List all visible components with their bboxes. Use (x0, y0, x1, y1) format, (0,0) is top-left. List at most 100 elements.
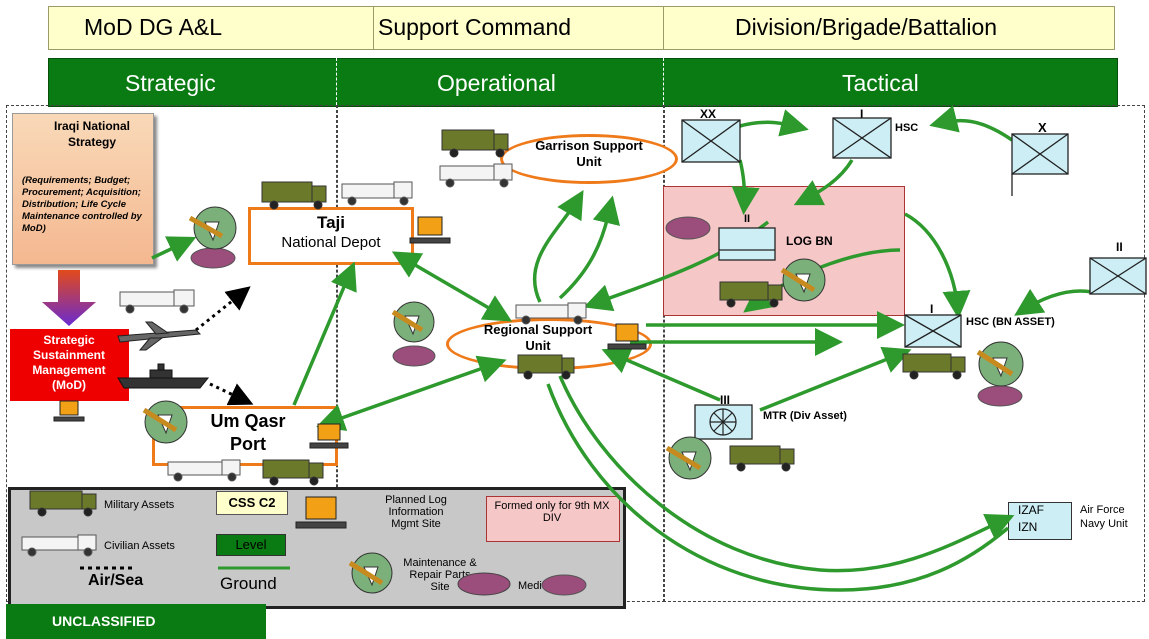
strategy-box (12, 113, 154, 265)
arrow-hsc-logbn (793, 159, 854, 206)
label-iii: III (720, 393, 731, 407)
arrow-regional-garrison (532, 189, 584, 303)
military-truck-icon (729, 445, 795, 472)
legend-csc2: CSS C2 (216, 491, 288, 515)
tier-division: Division/Brigade/Battalion (735, 14, 998, 40)
level-divider (663, 58, 664, 105)
level-divider (336, 58, 337, 105)
arrow-garrison-regional (558, 195, 621, 300)
tier-box-mod (48, 6, 375, 50)
arrow-umqasr-regional (316, 355, 507, 431)
strategy-title: Iraqi National Strategy (54, 119, 131, 149)
umqasr-line2: Port (230, 434, 266, 454)
maintenance-site-icon (976, 341, 1024, 387)
computer-icon (309, 423, 349, 449)
legend-planned: Planned Log Information Mgmt Site (385, 494, 447, 530)
ssm-box (10, 329, 129, 401)
strategy-arrow (42, 270, 96, 326)
label-izn: IZN (1018, 520, 1038, 534)
computer-icon (409, 216, 451, 244)
level-tactical: Tactical (842, 70, 919, 96)
ssm-label: Strategic Sustainment Management (MoD) (32, 333, 106, 392)
medical-site-icon (392, 345, 436, 367)
airsea-plane-taji (195, 286, 251, 332)
computer-icon (295, 496, 347, 529)
legend-military: Military Assets (104, 499, 175, 511)
label-x: X (1038, 120, 1047, 135)
arrow-mtr-hsc (759, 346, 912, 412)
legend-maintenance: Maintenance & Repair Parts Site (403, 557, 477, 593)
log-bn-area (663, 186, 905, 316)
mtr-wheel-icon (709, 408, 737, 436)
tier-support: Support Command (378, 14, 572, 40)
label-mtr: MTR (Div Asset) (763, 410, 847, 422)
classification-banner: UNCLASSIFIED (6, 604, 266, 639)
maintenance-site-icon (665, 436, 712, 480)
maintenance-site-icon (391, 301, 435, 343)
label-xx: XX (700, 107, 717, 121)
legend-level: Level (216, 534, 286, 556)
arrow-strategy-maint (151, 236, 197, 262)
level-bar (48, 58, 1118, 107)
arrow-umqasr-taji (292, 261, 357, 406)
military-truck-icon (261, 181, 327, 210)
airsea-ship-umqasr (209, 382, 254, 406)
maintenance-site-icon (348, 552, 393, 594)
legend-civilian: Civilian Assets (104, 540, 175, 552)
medical-site-icon (977, 385, 1023, 407)
label-logbn: LOG BN (786, 234, 833, 248)
medical-site-icon (190, 247, 236, 269)
regional-label: Regional Support Unit (483, 322, 593, 353)
military-truck-icon (29, 490, 97, 517)
civilian-truck-icon (167, 459, 241, 482)
label-ii-right: II (1116, 240, 1123, 254)
taji-line2: National Depot (281, 234, 381, 251)
maintenance-site-icon (142, 400, 188, 444)
label-ii-logbn: II (744, 213, 751, 225)
legend-ground: Ground (220, 574, 277, 593)
military-truck-icon (517, 354, 575, 380)
military-truck-icon (262, 459, 324, 486)
level-strategic: Strategic (125, 70, 216, 96)
arrow-x-hsc (929, 105, 1013, 142)
legend-formed: Formed only for 9th MX DIV (494, 500, 610, 524)
arrow-ii-hsc (1014, 288, 1093, 316)
tier-box-division (663, 6, 1115, 50)
ship-icon (117, 363, 210, 389)
tier-box-support (373, 6, 665, 50)
label-hsc-bn: HSC (BN ASSET) (966, 316, 1055, 328)
legend-airsea: Air/Sea (88, 572, 144, 589)
garrison-label: Garrison Support Unit (535, 138, 643, 169)
taji-line1: Taji (316, 213, 346, 232)
arrow-regional-airforce (558, 375, 1015, 573)
maintenance-site-icon (780, 258, 826, 302)
civilian-truck-icon (439, 163, 513, 188)
label-i-bn: I (930, 302, 934, 316)
civilian-truck-icon (515, 302, 587, 325)
computer-icon (53, 400, 85, 422)
label-airforce: Air Force Navy Unit (1080, 504, 1128, 530)
taji-box (248, 207, 414, 265)
civilian-truck-icon (119, 289, 195, 314)
tier-mod: MoD DG A&L (84, 14, 223, 40)
arrow-taji-regional (391, 251, 513, 322)
military-truck-icon (441, 129, 509, 158)
tactical-area (663, 105, 1145, 602)
legend-medical-icon (457, 572, 511, 596)
label-hsc-top: HSC (895, 122, 919, 134)
legend-formed-box (486, 496, 620, 542)
military-truck-icon (902, 353, 966, 380)
unit-log-bn (718, 227, 776, 261)
umqasr-line1: Um Qasr (210, 411, 286, 431)
aircraft-icon (117, 321, 202, 351)
arrow-mtr-regional (601, 347, 721, 402)
civilian-truck-icon (341, 181, 413, 206)
level-operational: Operational (437, 70, 556, 96)
izaf-box (1008, 502, 1072, 540)
arrow-regional-airforce2 (546, 383, 1010, 592)
label-i-top: I (860, 107, 864, 121)
medical-site-icon (665, 216, 711, 240)
arrow-logbn-hsc (904, 212, 971, 319)
arrow-xx-hsc (739, 109, 809, 137)
